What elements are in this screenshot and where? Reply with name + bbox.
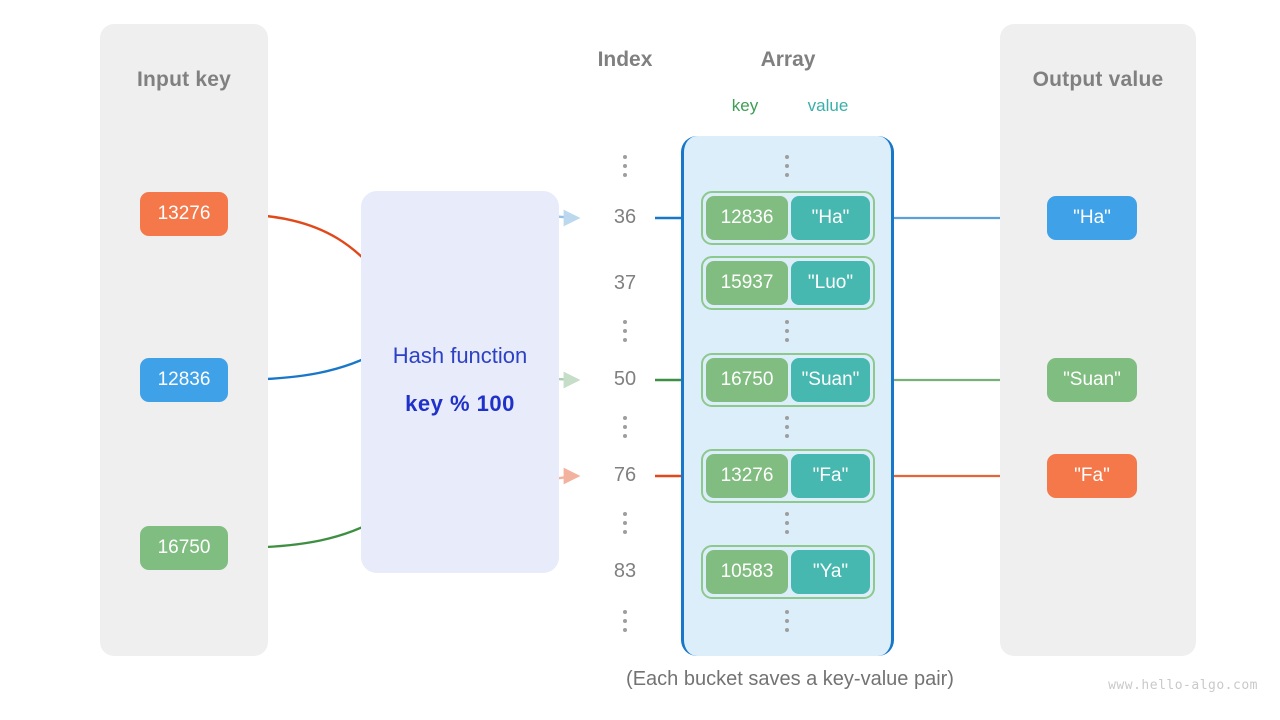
hash-function-box <box>361 191 559 573</box>
index-label-36: 36 <box>613 206 637 228</box>
input-key-title: Input key <box>137 68 231 91</box>
bucket-key-83: 10583 <box>706 550 788 594</box>
output-value-suan[interactable]: "Suan" <box>1047 358 1137 402</box>
array-ellipsis-bottom <box>757 610 817 632</box>
bucket-value-50: "Suan" <box>791 358 870 402</box>
value-subheading: value <box>807 96 849 115</box>
array-ellipsis-top <box>757 155 817 177</box>
index-ellipsis-4 <box>595 512 655 534</box>
index-label-37: 37 <box>613 272 637 294</box>
index-label-83: 83 <box>613 560 637 582</box>
array-ellipsis-3 <box>757 416 817 438</box>
index-label-50: 50 <box>613 368 637 390</box>
bucket-value-37: "Luo" <box>791 261 870 305</box>
bucket-key-50: 16750 <box>706 358 788 402</box>
input-key-12836[interactable]: 12836 <box>140 358 228 402</box>
output-value-fa[interactable]: "Fa" <box>1047 454 1137 498</box>
bucket-key-36: 12836 <box>706 196 788 240</box>
hash-function-label: Hash function <box>392 343 528 368</box>
array-column-heading: Array <box>760 48 816 71</box>
input-key-16750[interactable]: 16750 <box>140 526 228 570</box>
index-ellipsis-bottom <box>595 610 655 632</box>
index-ellipsis-top <box>595 155 655 177</box>
output-value-title: Output value <box>1032 68 1164 91</box>
index-column-heading: Index <box>597 48 653 71</box>
bucket-value-36: "Ha" <box>791 196 870 240</box>
bucket-key-76: 13276 <box>706 454 788 498</box>
bucket-83[interactable]: 10583 "Ya" <box>701 545 875 599</box>
index-ellipsis-3 <box>595 416 655 438</box>
array-ellipsis-4 <box>757 512 817 534</box>
bucket-value-76: "Fa" <box>791 454 870 498</box>
output-value-panel: Output value <box>1000 24 1196 656</box>
array-ellipsis-2 <box>757 320 817 342</box>
input-key-13276[interactable]: 13276 <box>140 192 228 236</box>
index-label-76: 76 <box>613 464 637 486</box>
site-watermark: www.hello-algo.com <box>1108 678 1258 693</box>
index-ellipsis-2 <box>595 320 655 342</box>
key-subheading: key <box>731 96 759 115</box>
hash-function-formula: key % 100 <box>405 391 515 416</box>
diagram-caption: (Each bucket saves a key-value pair) <box>626 668 954 690</box>
bucket-37[interactable]: 15937 "Luo" <box>701 256 875 310</box>
output-value-ha[interactable]: "Ha" <box>1047 196 1137 240</box>
bucket-key-37: 15937 <box>706 261 788 305</box>
bucket-value-83: "Ya" <box>791 550 870 594</box>
bucket-76[interactable]: 13276 "Fa" <box>701 449 875 503</box>
bucket-36[interactable]: 12836 "Ha" <box>701 191 875 245</box>
bucket-50[interactable]: 16750 "Suan" <box>701 353 875 407</box>
